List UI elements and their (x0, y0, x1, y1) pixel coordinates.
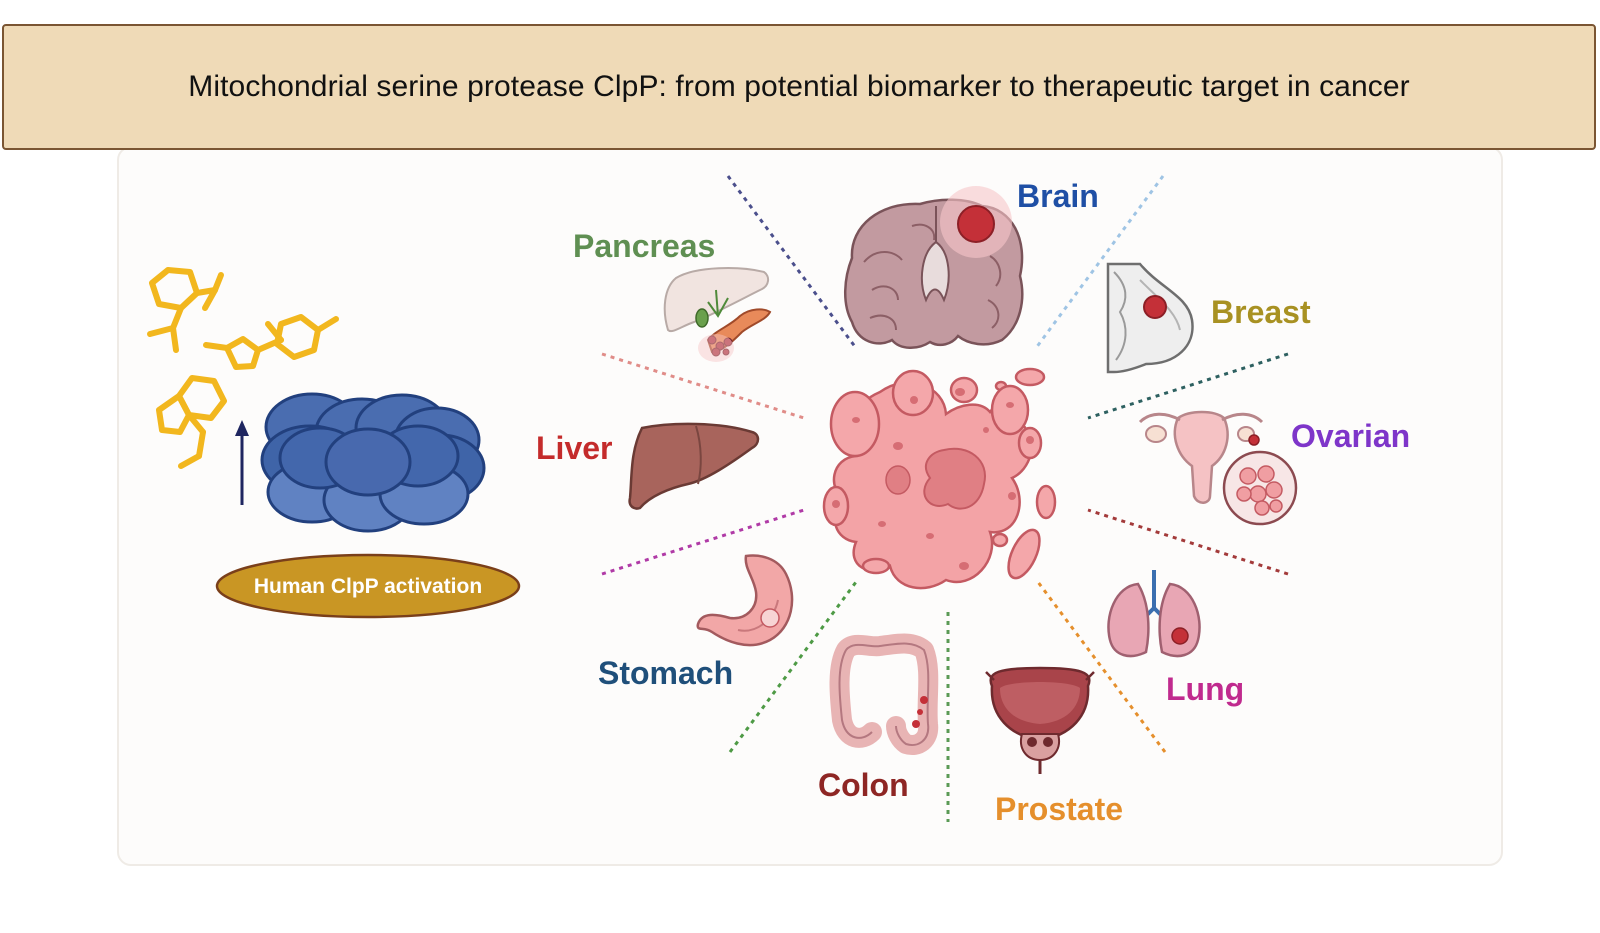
liver-icon (628, 422, 760, 510)
title-text: Mitochondrial serine protease ClpP: from… (188, 70, 1410, 103)
stomach-icon (696, 554, 794, 647)
clpp-complex-icon (260, 392, 486, 533)
label-colon: Colon (818, 767, 909, 803)
brain-icon (844, 186, 1024, 349)
ovary-icon (1138, 410, 1298, 526)
pancreas-icon (663, 267, 772, 362)
clpp-activation-badge: Human ClpP activation (215, 553, 521, 619)
prostate-icon (985, 666, 1095, 774)
small-molecule-activator-icon (147, 267, 339, 469)
up-arrow-icon (235, 420, 249, 505)
lung-icon (1107, 570, 1201, 658)
label-stomach: Stomach (598, 655, 733, 691)
label-pancreas: Pancreas (573, 228, 715, 264)
label-prostate: Prostate (995, 791, 1123, 827)
title-banner: Mitochondrial serine protease ClpP: from… (2, 24, 1596, 150)
label-liver: Liver (536, 430, 612, 466)
label-breast: Breast (1211, 294, 1311, 330)
colon-icon (829, 633, 939, 755)
label-lung: Lung (1166, 671, 1244, 707)
label-ovarian: Ovarian (1291, 418, 1410, 454)
connector-ovarian (1087, 508, 1289, 576)
label-brain: Brain (1017, 178, 1099, 214)
connector-liver (601, 352, 805, 420)
clpp-activation-label: Human ClpP activation (254, 575, 482, 598)
tumor-cluster-icon (822, 367, 1057, 590)
breast-icon (1106, 262, 1194, 374)
connector-lines (601, 175, 1289, 822)
connector-breast (1087, 352, 1289, 420)
